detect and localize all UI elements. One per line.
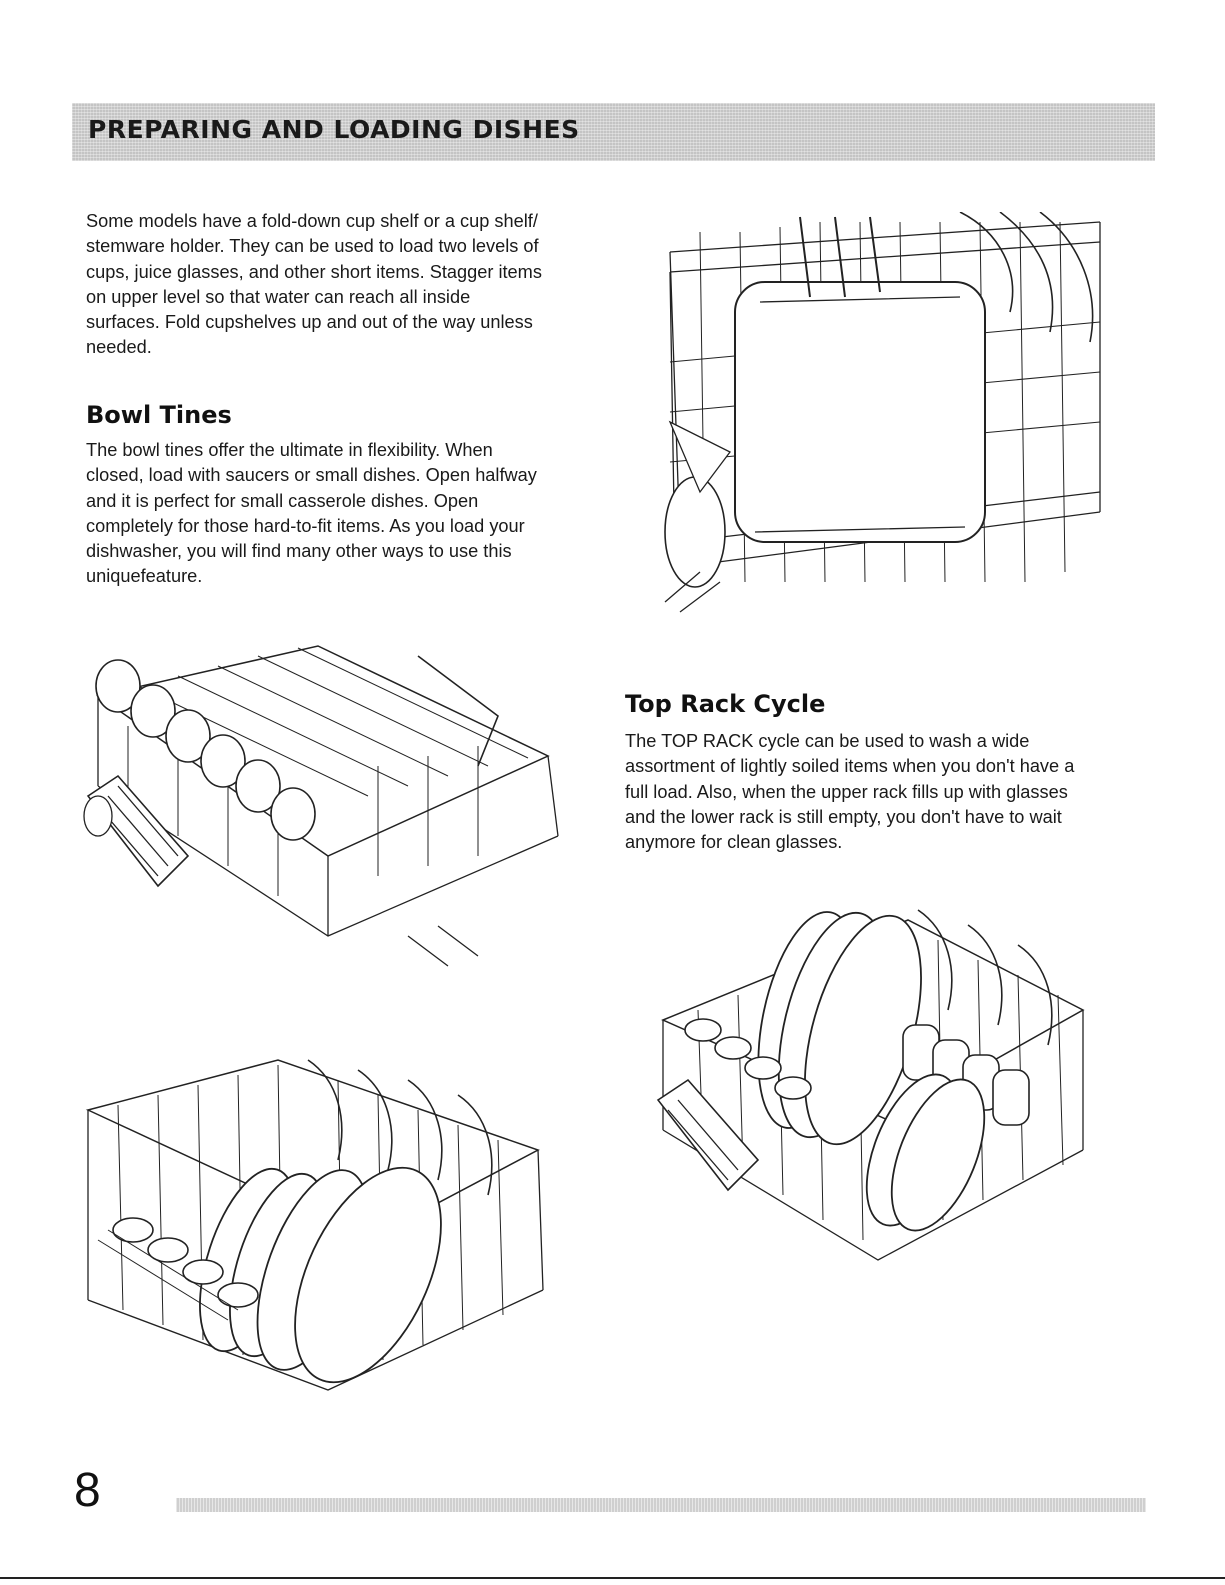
section-header-bar: PREPARING AND LOADING DISHES xyxy=(72,103,1155,161)
text-line: uniquefeature. xyxy=(86,566,203,587)
page-bottom-rule xyxy=(0,1577,1225,1579)
text-line: full load. Also, when the upper rack fil… xyxy=(625,781,1068,802)
text-line: Some models have a fold-down cup shelf o… xyxy=(86,211,538,231)
text-line: anymore for clean glasses. xyxy=(625,832,843,853)
text-line: dishwasher, you will find many other way… xyxy=(86,541,512,562)
text-line: cups, juice glasses, and other short ite… xyxy=(86,261,542,282)
page-number: 8 xyxy=(74,1464,101,1517)
text-line: The TOP RACK cycle can be used to wash a… xyxy=(625,731,1030,751)
intro-paragraph: Some models have a fold-down cup shelf o… xyxy=(86,209,542,361)
section-title: PREPARING AND LOADING DISHES xyxy=(88,115,580,144)
top-rack-cycle-heading: Top Rack Cycle xyxy=(625,690,826,718)
cups-rack-illustration xyxy=(78,636,573,991)
casserole-rack-illustration xyxy=(660,212,1110,614)
text-line: needed. xyxy=(86,337,152,358)
text-line: completely for those hard-to-fit items. … xyxy=(86,515,525,536)
text-line: assortment of lightly soiled items when … xyxy=(625,756,1075,777)
text-line: stemware holder. They can be used to loa… xyxy=(86,236,539,257)
text-line: and the lower rack is still empty, you d… xyxy=(625,806,1062,827)
footer-bar xyxy=(176,1498,1146,1512)
bowl-tines-paragraph: The bowl tines offer the ultimate in fle… xyxy=(86,438,537,590)
text-line: closed, load with saucers or small dishe… xyxy=(86,465,537,486)
plates-rack-illustration xyxy=(78,1040,553,1395)
bowl-tines-heading: Bowl Tines xyxy=(86,401,232,429)
text-line: The bowl tines offer the ultimate in fle… xyxy=(86,440,493,460)
top-rack-cycle-paragraph: The TOP RACK cycle can be used to wash a… xyxy=(625,729,1074,855)
text-line: surfaces. Fold cupshelves up and out of … xyxy=(86,312,533,333)
text-line: on upper level so that water can reach a… xyxy=(86,286,471,307)
mixed-load-rack-illustration xyxy=(648,900,1093,1272)
text-line: and it is perfect for small casserole di… xyxy=(86,490,479,511)
